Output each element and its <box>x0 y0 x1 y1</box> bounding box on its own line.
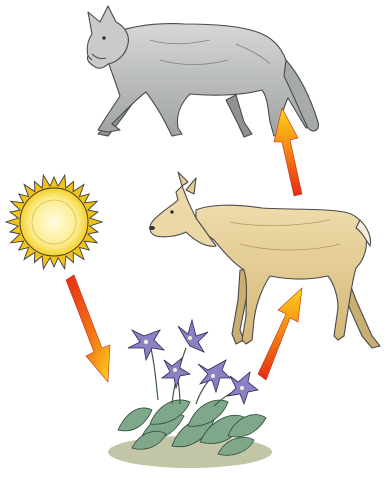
arrow-sun-to-plant <box>66 275 110 382</box>
deer-icon <box>149 172 380 348</box>
arrow-plant-to-deer <box>258 288 302 380</box>
sun-icon <box>6 175 102 269</box>
